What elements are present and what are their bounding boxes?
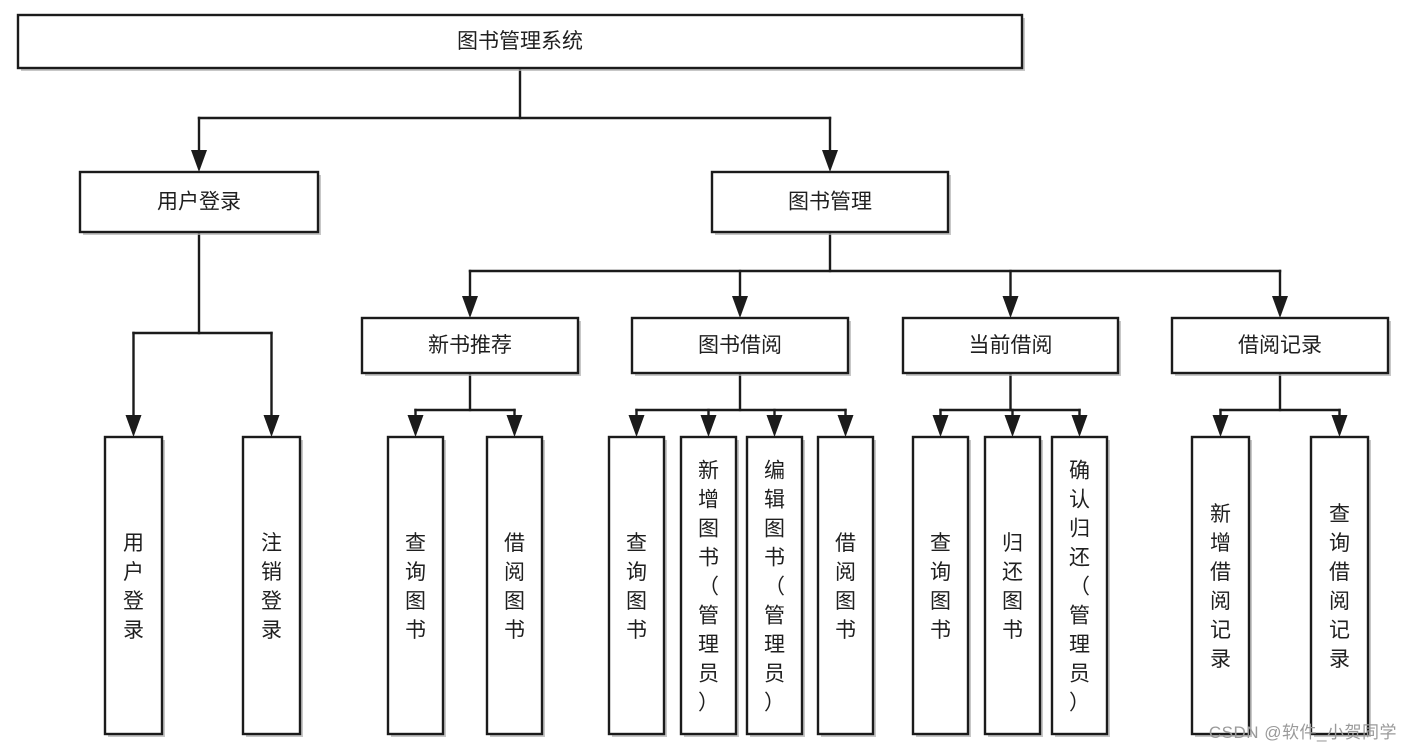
- node-box[interactable]: [485, 435, 544, 736]
- connector-group-book-borrow: [628, 371, 854, 437]
- node-box[interactable]: [745, 435, 804, 736]
- arrow-head-icon: [506, 415, 523, 437]
- arrow-head-icon: [1004, 415, 1021, 437]
- arrow-head-icon: [1002, 296, 1019, 318]
- arrow-head-icon: [822, 150, 838, 172]
- node-label: 借阅记录: [1238, 334, 1322, 357]
- node-box[interactable]: [386, 435, 445, 736]
- node-user-login[interactable]: 用户登录: [78, 170, 321, 235]
- node-label: 查询借阅记录: [1329, 503, 1350, 671]
- node-box[interactable]: [607, 435, 666, 736]
- node-box[interactable]: [679, 435, 738, 736]
- node-box[interactable]: [983, 435, 1042, 736]
- node-label: 当前借阅: [969, 334, 1053, 357]
- node-box[interactable]: [911, 435, 970, 736]
- node-label: 图书借阅: [698, 334, 782, 357]
- node-label: 归还图书: [1002, 532, 1023, 642]
- arrow-head-icon: [932, 415, 949, 437]
- node-leaf-borrow-book-1[interactable]: 借阅图书: [485, 435, 545, 737]
- node-label: 用户登录: [123, 532, 144, 642]
- node-label: 注销登录: [261, 532, 282, 642]
- node-box[interactable]: [241, 435, 302, 736]
- arrow-head-icon: [700, 415, 717, 437]
- connector-group-new-book-rec: [407, 371, 523, 437]
- node-box[interactable]: [710, 170, 950, 234]
- node-leaf-query-book-2[interactable]: 查询图书: [607, 435, 667, 737]
- arrow-head-icon: [1331, 415, 1348, 437]
- arrow-head-icon: [462, 296, 478, 318]
- node-book-manage[interactable]: 图书管理: [710, 170, 951, 235]
- node-leaf-query-record[interactable]: 查询借阅记录: [1309, 435, 1371, 737]
- node-borrow-record[interactable]: 借阅记录: [1170, 316, 1391, 376]
- node-label: 借阅图书: [835, 532, 856, 642]
- node-label: 借阅图书: [504, 532, 525, 642]
- connector-group-root: [191, 66, 838, 172]
- node-label: 新增图书（管理员）: [698, 460, 719, 715]
- node-box[interactable]: [630, 316, 850, 375]
- arrow-head-icon: [837, 415, 854, 437]
- node-leaf-add-record[interactable]: 新增借阅记录: [1190, 435, 1252, 737]
- connector-group-borrow-record: [1212, 371, 1348, 437]
- arrow-head-icon: [732, 296, 748, 318]
- node-label: 图书管理系统: [457, 30, 583, 53]
- node-leaf-user-login[interactable]: 用户登录: [103, 435, 165, 737]
- arrow-head-icon: [407, 415, 424, 437]
- node-label: 确认归还（管理员）: [1069, 460, 1090, 715]
- node-leaf-query-book-1[interactable]: 查询图书: [386, 435, 446, 737]
- connectors-layer: [125, 66, 1348, 437]
- node-box[interactable]: [16, 13, 1024, 70]
- node-leaf-confirm-return[interactable]: 确认归还（管理员）: [1050, 435, 1110, 737]
- connector-group-current-borrow: [932, 371, 1088, 437]
- node-box[interactable]: [1309, 435, 1370, 736]
- node-leaf-borrow-book-2[interactable]: 借阅图书: [816, 435, 876, 737]
- node-box[interactable]: [78, 170, 320, 234]
- node-label: 查询图书: [930, 532, 951, 642]
- node-label: 查询图书: [405, 532, 426, 642]
- node-label: 图书管理: [788, 191, 872, 214]
- connector-group-book-manage: [462, 230, 1288, 318]
- arrow-head-icon: [1071, 415, 1088, 437]
- node-leaf-return-book[interactable]: 归还图书: [983, 435, 1043, 737]
- node-leaf-add-book[interactable]: 新增图书（管理员）: [679, 435, 739, 737]
- node-box[interactable]: [901, 316, 1120, 375]
- nodes-layer: 图书管理系统用户登录图书管理新书推荐图书借阅当前借阅借阅记录用户登录注销登录查询…: [16, 13, 1391, 737]
- node-book-borrow[interactable]: 图书借阅: [630, 316, 851, 376]
- node-box[interactable]: [816, 435, 875, 736]
- arrow-head-icon: [1272, 296, 1288, 318]
- node-label: 查询图书: [626, 532, 647, 642]
- arrow-head-icon: [766, 415, 783, 437]
- node-new-book-rec[interactable]: 新书推荐: [360, 316, 581, 376]
- node-root[interactable]: 图书管理系统: [16, 13, 1025, 71]
- node-box[interactable]: [360, 316, 580, 375]
- node-box[interactable]: [1050, 435, 1109, 736]
- arrow-head-icon: [1212, 415, 1229, 437]
- node-box[interactable]: [103, 435, 164, 736]
- arrow-head-icon: [628, 415, 645, 437]
- node-label: 新增借阅记录: [1210, 503, 1231, 671]
- arrow-head-icon: [191, 150, 207, 172]
- node-leaf-query-book-3[interactable]: 查询图书: [911, 435, 971, 737]
- node-leaf-user-logout[interactable]: 注销登录: [241, 435, 303, 737]
- csdn-watermark: CSDN @软件_小贺同学: [1208, 723, 1397, 742]
- arrow-head-icon: [125, 415, 142, 437]
- node-leaf-edit-book[interactable]: 编辑图书（管理员）: [745, 435, 805, 737]
- node-box[interactable]: [1170, 316, 1390, 375]
- node-label: 用户登录: [157, 191, 241, 214]
- node-box[interactable]: [1190, 435, 1251, 736]
- connector-group-user-login: [125, 230, 280, 437]
- arrow-head-icon: [263, 415, 280, 437]
- node-label: 编辑图书（管理员）: [764, 460, 785, 715]
- node-current-borrow[interactable]: 当前借阅: [901, 316, 1121, 376]
- node-label: 新书推荐: [428, 334, 512, 357]
